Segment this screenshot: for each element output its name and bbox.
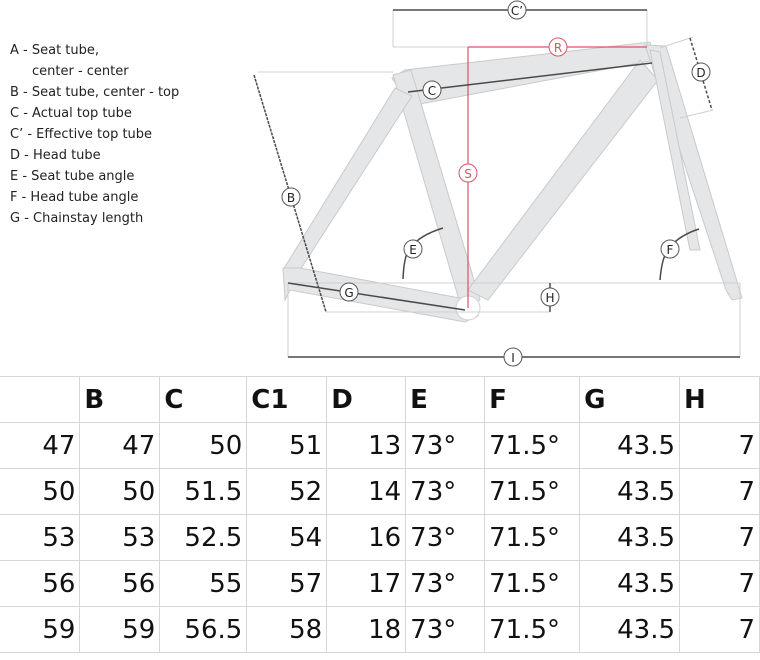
cell-c: 50 <box>159 422 248 469</box>
svg-text:G: G <box>344 286 353 300</box>
legend-item-f: F - Head tube angle <box>10 190 139 205</box>
header-c: C <box>159 376 248 423</box>
header-b: B <box>79 376 161 423</box>
dimension-e: E <box>402 227 444 280</box>
header-h: H <box>679 376 760 423</box>
table-row: 59 59 56.5 58 18 73° 71.5° 43.5 7 <box>0 606 760 653</box>
cell-f: 71.5° <box>484 606 581 653</box>
dimension-s-stack: S <box>458 47 478 308</box>
svg-text:E: E <box>409 243 417 257</box>
cell-e: 73° <box>405 422 486 469</box>
cell-b: 56 <box>79 560 161 607</box>
cell-h: 7 <box>679 514 760 561</box>
svg-text:B: B <box>287 191 295 205</box>
cell-c: 55 <box>159 560 248 607</box>
cell-g: 43.5 <box>579 468 681 515</box>
cell-g: 43.5 <box>579 422 681 469</box>
cell-d: 14 <box>326 468 407 515</box>
cell-e: 73° <box>405 606 486 653</box>
dimension-h: H <box>540 283 560 312</box>
cell-e: 73° <box>405 560 486 607</box>
cell-b: 53 <box>79 514 161 561</box>
legend-item-a: A - Seat tube, <box>10 43 100 58</box>
cell-d: 16 <box>326 514 407 561</box>
legend-item-d: D - Head tube <box>10 148 101 163</box>
svg-text:D: D <box>696 66 705 80</box>
cell-c1: 57 <box>246 560 328 607</box>
table-header-row: B C C1 D E F G H <box>0 376 760 423</box>
table-row: 47 47 50 51 13 73° 71.5° 43.5 7 <box>0 422 760 469</box>
svg-text:H: H <box>545 291 554 305</box>
cell-h: 7 <box>679 468 760 515</box>
cell-g: 43.5 <box>579 560 681 607</box>
dimension-c: C <box>407 62 653 100</box>
dimension-i: I <box>288 347 740 367</box>
svg-text:C: C <box>428 84 436 98</box>
cell-d: 18 <box>326 606 407 653</box>
cell-b: 50 <box>79 468 161 515</box>
cell-size: 47 <box>0 422 81 469</box>
dimension-r-reach: R <box>468 37 647 57</box>
header-f: F <box>484 376 581 423</box>
cell-size: 50 <box>0 468 81 515</box>
svg-text:I: I <box>511 351 515 365</box>
cell-g: 43.5 <box>579 514 681 561</box>
guide-lines <box>258 10 741 357</box>
cell-f: 71.5° <box>484 422 581 469</box>
header-size <box>0 376 81 423</box>
legend-item-b: B - Seat tube, center - top <box>10 85 180 100</box>
cell-d: 17 <box>326 560 407 607</box>
frame-shape <box>282 41 743 323</box>
legend-item-e: E - Seat tube angle <box>10 169 135 184</box>
cell-size: 59 <box>0 606 81 653</box>
dimension-f: F <box>659 228 700 281</box>
dimension-b: B <box>253 74 327 313</box>
svg-text:R: R <box>554 41 562 55</box>
cell-e: 73° <box>405 468 486 515</box>
cell-c: 52.5 <box>159 514 248 561</box>
svg-text:C’: C’ <box>511 4 523 18</box>
svg-text:F: F <box>667 243 674 257</box>
dimension-g: G <box>287 282 466 311</box>
geometry-table: B C C1 D E F G H 47 47 50 51 13 73° 71.5… <box>0 376 760 653</box>
cell-size: 56 <box>0 560 81 607</box>
cell-f: 71.5° <box>484 468 581 515</box>
legend-item-g: G - Chainstay length <box>10 211 144 226</box>
cell-c1: 58 <box>246 606 328 653</box>
legend-item-c-prime: C’ - Effective top tube <box>10 127 153 142</box>
header-c1: C1 <box>246 376 328 423</box>
cell-c1: 51 <box>246 422 328 469</box>
cell-h: 7 <box>679 560 760 607</box>
table-row: 56 56 55 57 17 73° 71.5° 43.5 7 <box>0 560 760 607</box>
svg-text:S: S <box>464 167 472 181</box>
frame-geometry-diagram: C’ R S C D B E F <box>253 0 743 367</box>
cell-f: 71.5° <box>484 514 581 561</box>
cell-h: 7 <box>679 422 760 469</box>
cell-b: 59 <box>79 606 161 653</box>
dimension-c-prime: C’ <box>393 0 647 20</box>
cell-b: 47 <box>79 422 161 469</box>
table-row: 50 50 51.5 52 14 73° 71.5° 43.5 7 <box>0 468 760 515</box>
legend-item-c: C - Actual top tube <box>10 106 132 121</box>
table-row: 53 53 52.5 54 16 73° 71.5° 43.5 7 <box>0 514 760 561</box>
header-e: E <box>405 376 486 423</box>
cell-size: 53 <box>0 514 81 561</box>
cell-f: 71.5° <box>484 560 581 607</box>
cell-c: 56.5 <box>159 606 248 653</box>
cell-g: 43.5 <box>579 606 681 653</box>
cell-c1: 54 <box>246 514 328 561</box>
cell-d: 13 <box>326 422 407 469</box>
cell-c: 51.5 <box>159 468 248 515</box>
legend: A - Seat tube, center - center B - Seat … <box>10 40 179 229</box>
header-d: D <box>326 376 407 423</box>
header-g: G <box>579 376 681 423</box>
cell-h: 7 <box>679 606 760 653</box>
cell-e: 73° <box>405 514 486 561</box>
cell-c1: 52 <box>246 468 328 515</box>
dimension-d: D <box>689 37 713 111</box>
legend-item-a-cont: center - center <box>32 64 129 79</box>
